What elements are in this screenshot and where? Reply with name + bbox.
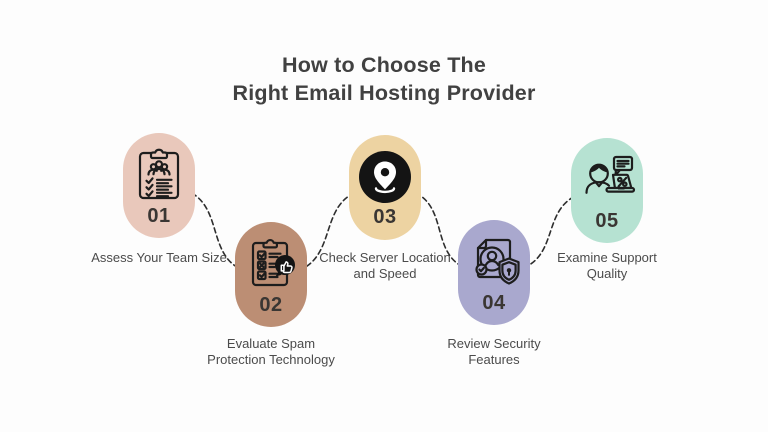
document-security-shield-icon: [466, 232, 522, 290]
title-line-2: Right Email Hosting Provider: [232, 81, 536, 105]
team-checklist-icon: [133, 145, 185, 203]
step-number: 05: [595, 210, 619, 232]
spam-checklist-thumb-icon: [245, 234, 297, 292]
step-label: Evaluate Spam Protection Technology: [207, 336, 335, 367]
step-number: 04: [482, 292, 506, 314]
step-number: 03: [373, 206, 397, 228]
step-label: Check Server Location and Speed: [319, 250, 451, 281]
step-pill-05: 05: [571, 138, 643, 243]
support-agent-laptop-icon: [578, 150, 636, 208]
location-pin-icon: [358, 150, 412, 204]
page-title: How to Choose The Right Email Hosting Pr…: [0, 51, 768, 107]
step-pill-02: 02: [235, 222, 307, 327]
step-number: 01: [147, 205, 171, 227]
step-label: Assess Your Team Size: [91, 250, 227, 265]
step-pill-01: 01: [123, 133, 195, 238]
title-line-1: How to Choose The: [281, 53, 487, 77]
step-label: Examine Support Quality: [557, 250, 657, 281]
step-label: Review Security Features: [447, 336, 541, 367]
step-pill-04: 04: [458, 220, 530, 325]
step-number: 02: [259, 294, 283, 316]
step-pill-03: 03: [349, 135, 421, 240]
